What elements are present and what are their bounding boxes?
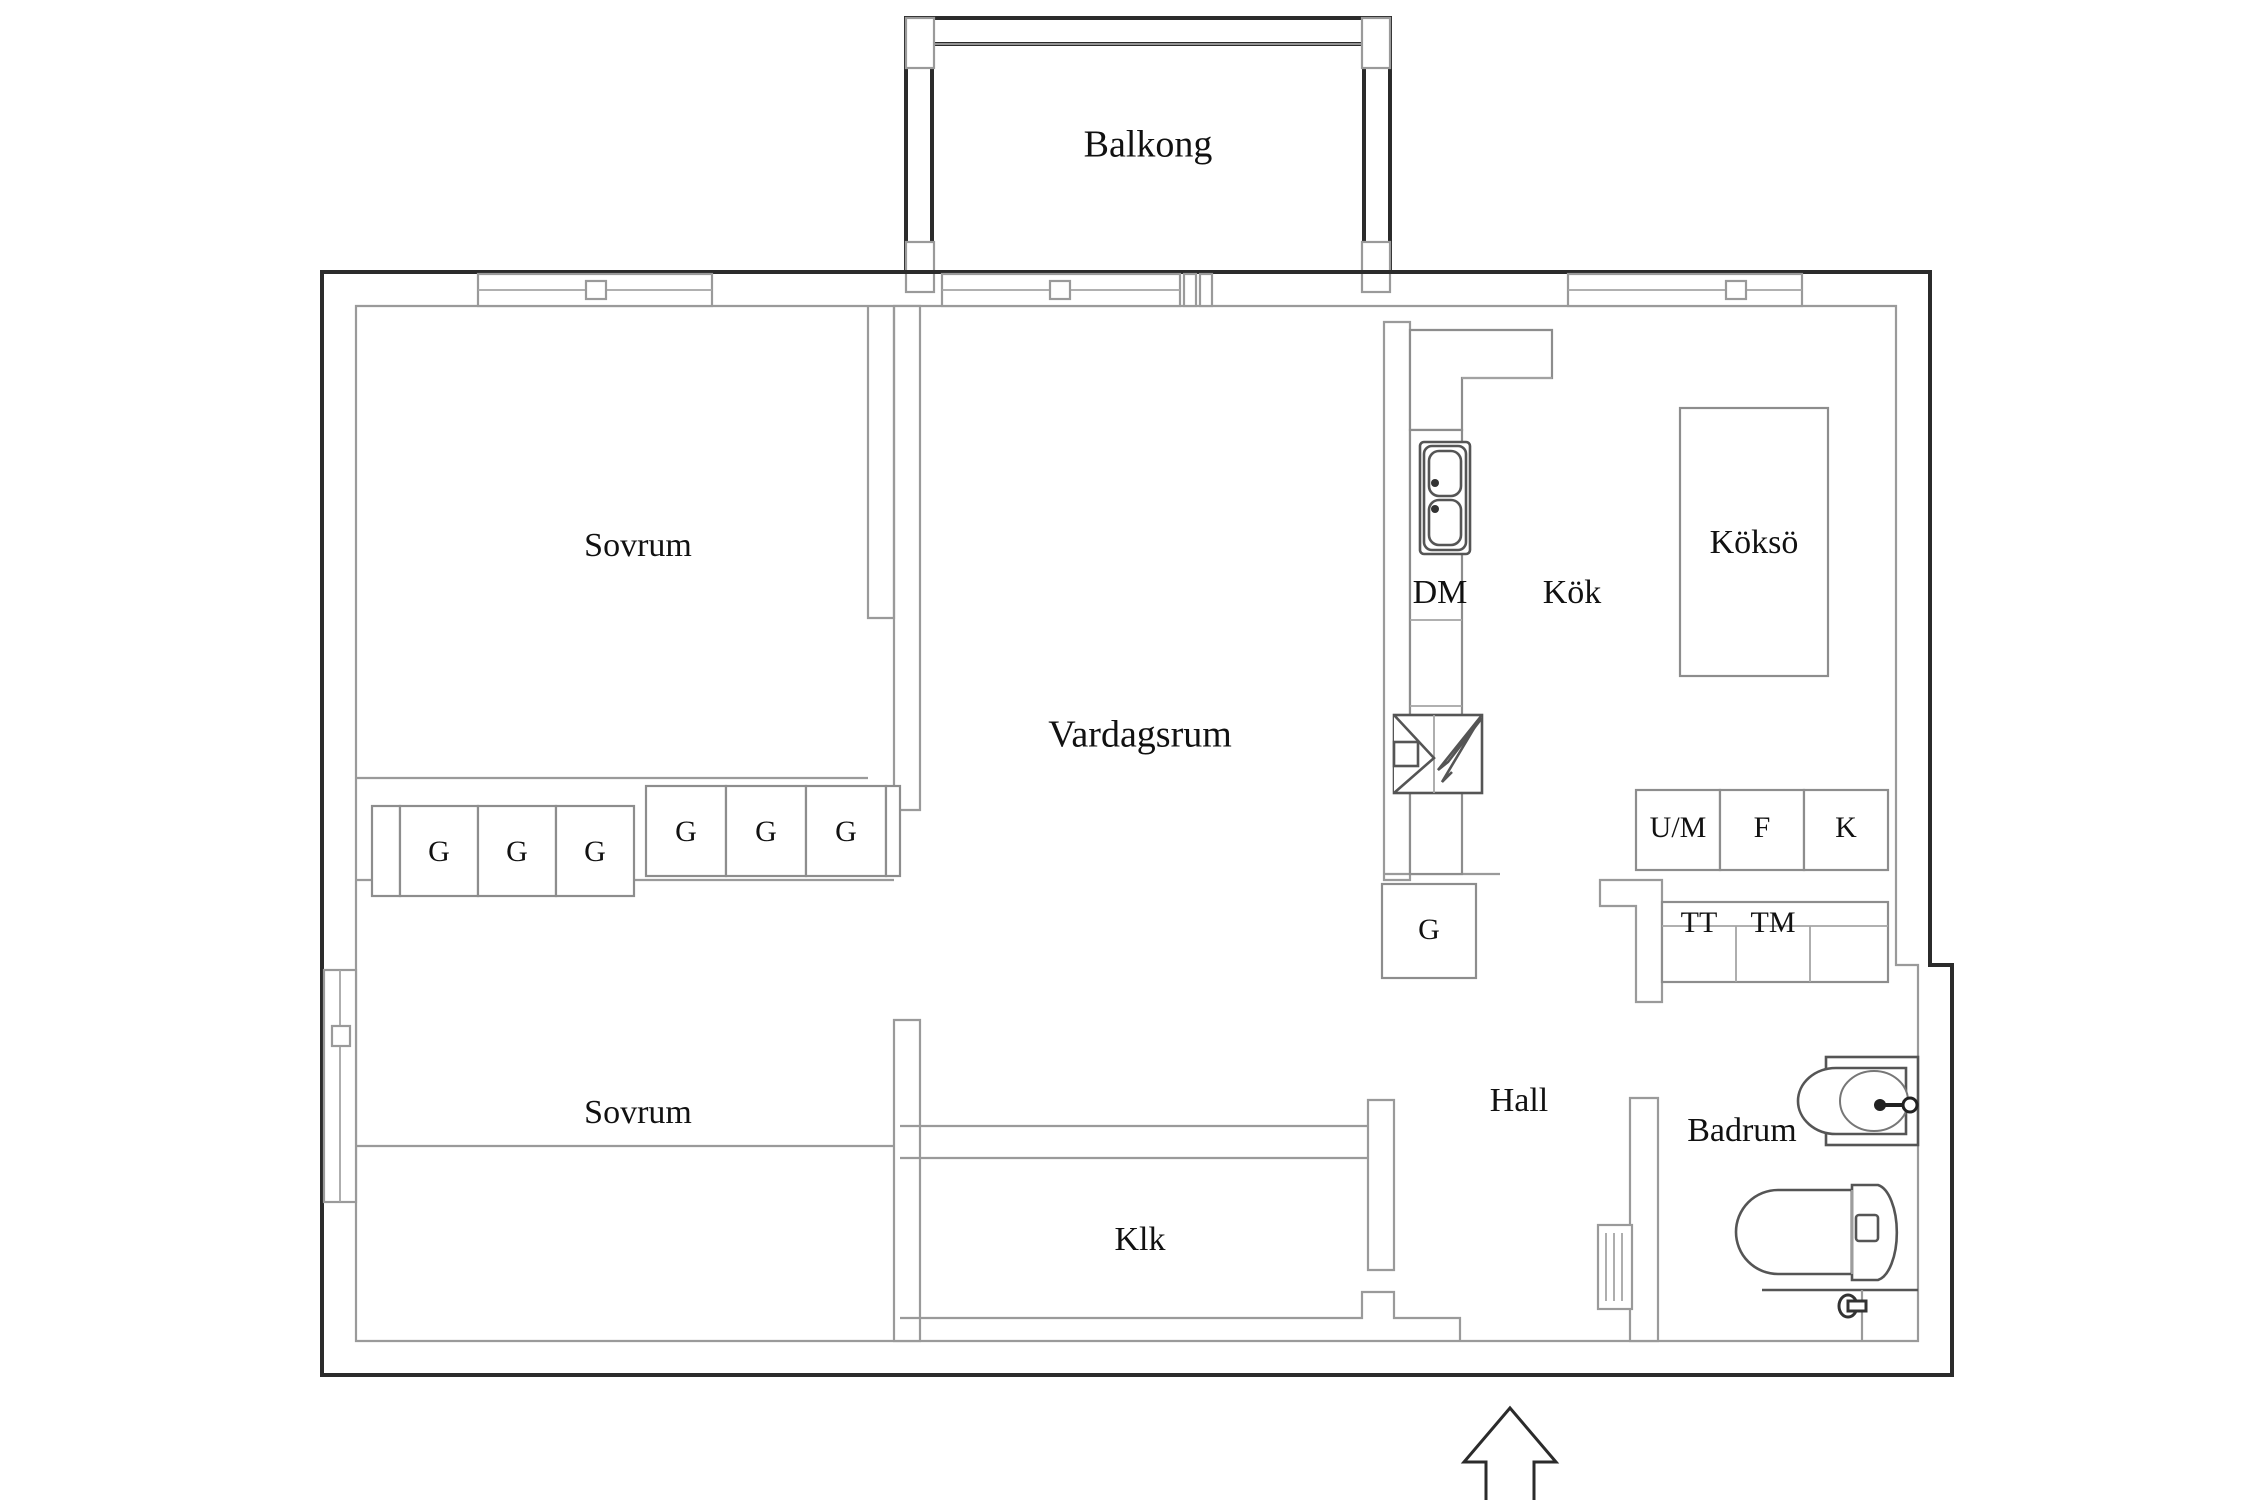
wall-sovrum-top-right	[892, 304, 922, 812]
window-top-right	[1566, 272, 1804, 308]
wall-sovrum-top-right-inner	[866, 306, 896, 620]
appliance-row-laundry: TT TM	[1660, 900, 1890, 984]
balcony-post-left-bottom	[904, 240, 936, 294]
room-label-klk: Klk	[1115, 1221, 1166, 1258]
appliance-label-k: K	[1835, 811, 1857, 844]
balcony-door-opening[interactable]	[1182, 272, 1214, 308]
windows-group	[322, 272, 1804, 1204]
laundry-counter	[1660, 900, 1890, 984]
bathroom-floor-drain	[1837, 1293, 1868, 1319]
kitchen-group: DM Köksö Kök	[1392, 328, 1830, 876]
window-top-middle	[940, 272, 1182, 308]
kitchen-upper-counter	[1408, 328, 1554, 432]
closet-label-hall: G	[1418, 913, 1440, 946]
room-label-vardagsrum: Vardagsrum	[1048, 714, 1232, 756]
appliance-label-tm: TM	[1751, 906, 1796, 939]
balcony-group: Balkong	[904, 16, 1392, 294]
closet-hall-box[interactable]	[1380, 882, 1478, 980]
appliance-label-um: U/M	[1650, 811, 1707, 844]
closet-right-1[interactable]	[644, 784, 728, 878]
kitchen-sink	[1418, 440, 1472, 556]
room-label-badrum: Badrum	[1687, 1112, 1797, 1149]
kitchen-island	[1678, 406, 1830, 678]
bathroom-radiator	[1596, 1223, 1634, 1311]
wall-hall-badrum	[1628, 1096, 1660, 1343]
closet-endcap-right	[884, 784, 902, 878]
room-label-hall: Hall	[1490, 1082, 1549, 1119]
kitchen-corner-cabinet	[1392, 713, 1484, 795]
appliance-row-top: U/M F K	[1634, 788, 1890, 872]
room-label-balkong: Balkong	[1084, 124, 1213, 166]
room-label-kokso: Köksö	[1710, 524, 1799, 561]
closet-label-left-1: G	[428, 835, 450, 868]
closet-right-3[interactable]	[804, 784, 888, 878]
appliance-label-f: F	[1754, 811, 1771, 844]
appliance-box-f[interactable]	[1718, 788, 1806, 872]
closet-hall: G	[1380, 882, 1478, 980]
appliance-label-dm: DM	[1413, 574, 1468, 611]
window-left-wall	[322, 968, 358, 1204]
exterior-wall-inner-face	[354, 304, 1920, 1343]
closet-group-right: G G G	[644, 784, 902, 878]
wall-klk-hall	[1366, 1098, 1396, 1272]
closet-label-left-3: G	[584, 835, 606, 868]
bathroom-toilet	[1734, 1183, 1899, 1282]
balcony-post-left-top	[904, 16, 936, 70]
building-envelope	[320, 270, 1954, 1377]
closet-label-right-2: G	[755, 815, 777, 848]
closet-left-3[interactable]	[554, 804, 636, 898]
closet-left-2[interactable]	[476, 804, 558, 898]
closet-group-left: G G G	[370, 804, 636, 898]
wall-sovrum-bottom-right	[892, 1018, 922, 1343]
appliance-label-tt: TT	[1681, 906, 1718, 939]
balcony-post-right-top	[1360, 16, 1392, 70]
closet-right-2[interactable]	[724, 784, 808, 878]
room-label-sovrum-top: Sovrum	[584, 527, 692, 564]
wall-hall-laundry-divider	[1598, 878, 1664, 1004]
entrance-arrow-icon	[1460, 1405, 1560, 1500]
closet-label-right-1: G	[675, 815, 697, 848]
closet-endcap-left	[370, 804, 402, 898]
closet-label-right-3: G	[835, 815, 857, 848]
bathroom-group: Badrum	[1596, 1055, 1920, 1341]
wall-kok-left	[1382, 320, 1412, 882]
balcony-post-right-bottom	[1360, 240, 1392, 294]
exterior-wall	[320, 270, 1954, 1377]
room-label-sovrum-bottom: Sovrum	[584, 1094, 692, 1131]
window-top-left	[476, 272, 714, 308]
appliance-box-k[interactable]	[1802, 788, 1890, 872]
wall-klk-bottom-jog	[900, 1290, 1462, 1341]
closet-label-left-2: G	[506, 835, 528, 868]
room-label-kok: Kök	[1543, 574, 1602, 611]
bathroom-sink	[1796, 1055, 1920, 1147]
closet-left-1[interactable]	[398, 804, 480, 898]
